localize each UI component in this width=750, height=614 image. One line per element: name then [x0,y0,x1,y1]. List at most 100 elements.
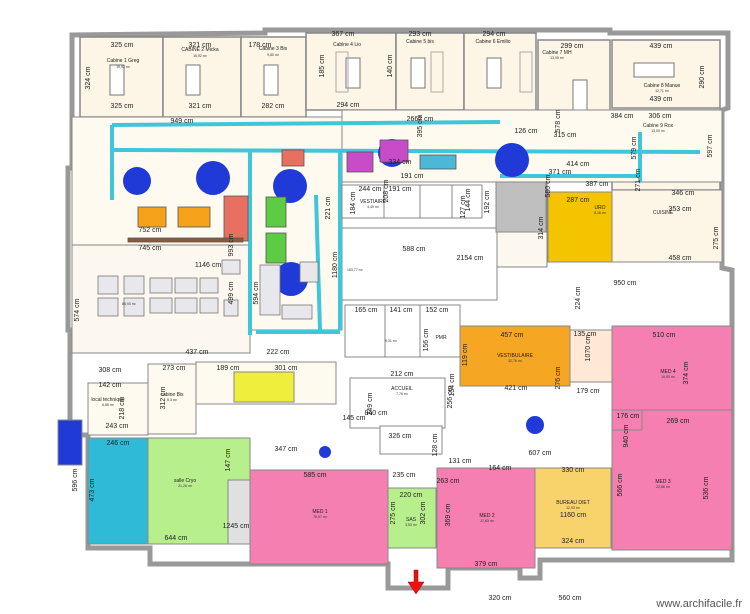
label-sas: SAS [406,517,417,523]
label-accueil: ACCUEIL [391,386,413,392]
dimension-label: 993 cm [228,233,235,256]
local-technique-room [87,382,149,436]
sas-room [387,487,437,549]
dimension-label: 308 cm [99,367,122,374]
dimension-label: 324 cm [562,538,585,545]
dimension-label: 127 cm [460,195,467,218]
dimension-label: 379 cm [475,561,498,568]
dimension-label: 131 cm [449,458,472,465]
dimension-label: 560 cm [559,595,582,602]
area-gym: 86,93 m² [122,302,137,306]
vestibulaire-room [459,325,571,387]
dimension-label: 302 cm [420,501,427,524]
dimension-label: 334 cm [389,159,412,166]
dimension-label: 282 cm [262,103,285,110]
label-local-technique: local technique [91,397,125,403]
area-cab3: 9,80 m² [267,53,280,57]
area-accueil: 7,76 m² [396,392,409,396]
area-sas: 3,53 m² [405,523,418,527]
dimension-label: 179 cm [577,388,600,395]
dimension-label: 275 cm [713,226,720,249]
dimension-label: 244 cm [359,186,382,193]
dimension-label: 220 cm [400,492,423,499]
dimension-label: 1180 cm [332,252,339,278]
dimension-label: 457 cm [501,332,524,339]
dimension-label: 176 cm [617,413,640,420]
label-med2: MED 2 [479,513,495,519]
dimension-label: 644 cm [165,535,188,542]
dimension-label: 320 cm [489,595,512,602]
area-hall: 183,77 m² [347,268,364,272]
lower-rooms [57,325,733,569]
area-cabine-bis: 8,3 m² [167,398,178,402]
label-vestiaire: VESTIAIRE [360,199,387,205]
area-vestibulaire: 32,76 m² [508,359,523,363]
dimension-label: 374 cm [683,361,690,384]
dimension-label: 192 cm [484,190,491,213]
dimension-label: 293 cm [409,31,432,38]
dimension-label: 142 cm [99,382,122,389]
dimension-label: 294 cm [483,31,506,38]
dimension-label: 325 cm [111,103,134,110]
area-med3: 22,86 m² [656,485,671,489]
label-uro: URO [594,205,605,211]
label-cab1: Cabine 1 Greg [107,58,140,64]
dimension-label: 273 cm [163,365,186,372]
label-vestibulaire: VESTIBULAIRE [497,353,534,359]
label-cuisine: CUISINE [653,210,674,216]
area-salle-cryo: 21,26 m² [178,484,193,488]
walls [65,27,735,591]
dimension-label: 347 cm [275,446,298,453]
dimension-label: 353 cm [669,206,692,213]
dimension-label: 510 cm [653,332,676,339]
dimension-label: 940 cm [623,424,630,447]
entrance-arrow-icon [407,569,425,595]
dimension-label: 1146 cm [195,262,221,269]
label-bureau-diet: BUREAU DIET [556,500,590,506]
med1-room [249,469,389,565]
dimension-label: 371 cm [549,169,572,176]
med4-room [611,325,733,411]
dimension-label: 346 cm [672,190,695,197]
dimension-label: 330 cm [562,467,585,474]
dimension-label: 585 cm [304,472,327,479]
dimension-label: 395 cm [417,114,424,137]
dimension-label: 1070 cm [585,334,592,361]
dimension-label: 276 cm [555,366,562,389]
watermark: www.archifacile.fr [656,598,742,610]
dimension-label: 596 cm [72,468,79,491]
area-cab2: 15,92 m² [193,54,208,58]
dimension-label: 607 cm [529,450,552,457]
dimension-label: 950 cm [614,280,637,287]
dimension-label: 458 cm [669,255,692,262]
gym-equipment [97,259,319,320]
dimension-label: 178 cm [249,42,272,49]
dimension-label: 287 cm [567,197,590,204]
dimension-label: 191 cm [401,173,424,180]
dimension-label: 321 cm [189,42,212,49]
area-mid: 8,31 m² [385,339,398,343]
dimension-label: 588 cm [403,246,426,253]
label-med1: MED 1 [312,509,328,515]
cuisine [611,189,723,263]
area-cab7: 13,05 m² [550,56,565,60]
label-cab8: Cabine 8 Manue [644,83,681,89]
equipment [127,139,457,264]
dimension-label: 566 cm [617,473,624,496]
dimension-label: 367 cm [332,31,355,38]
dimension-label: 147 cm [225,448,232,471]
dimension-label: 165 cm [355,307,378,314]
dimension-label: 594 cm [253,281,260,304]
label-cab6: Cabine 6 Emilio [475,39,510,45]
dimension-label: 256 cm [447,385,454,408]
dimension-label: 221 cm [325,196,332,219]
dimension-label: 152 cm [426,307,449,314]
label-cab7: Cabine 7 MH [542,50,572,56]
dimension-label: 578 cm [555,109,562,132]
area-med1: 76,97 m² [313,515,328,519]
dimension-label: 949 cm [171,118,194,125]
dimension-label: 185 cm [319,54,326,77]
dimension-label: 437 cm [186,349,209,356]
dimension-label: 580 cm [545,174,552,197]
dimension-label: 126 cm [515,128,538,135]
